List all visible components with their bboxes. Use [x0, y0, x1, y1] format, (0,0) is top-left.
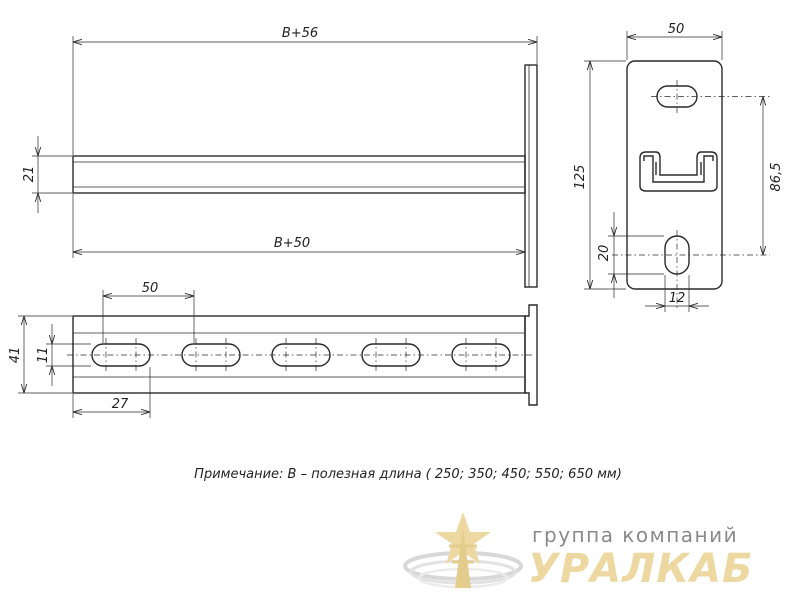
- dim-slot-start: 27: [112, 397, 129, 412]
- dim-slot-height: 11: [36, 347, 51, 364]
- dim-profile-height: 21: [22, 166, 37, 183]
- dim-slot-width: 12: [669, 291, 686, 306]
- base-plate-edge: [524, 64, 538, 288]
- profile-slot: [361, 343, 421, 367]
- front-view: 50 27 41 11: [8, 281, 538, 418]
- c-profile-outline: [639, 151, 718, 192]
- dim-plate-height: 125: [573, 165, 588, 190]
- dim-side-height: 41: [8, 347, 23, 364]
- c-profile-section: [643, 155, 714, 183]
- slot-row: [91, 338, 511, 372]
- plate-view: 50 125 86,5 20 12: [573, 22, 784, 312]
- profile-slot: [91, 343, 151, 367]
- profile-rail: [72, 155, 526, 194]
- logo-tagline: группа компаний: [532, 523, 738, 547]
- dim-hole-offset: 20: [597, 245, 612, 262]
- profile-slot: [451, 343, 511, 367]
- company-logo: группа компаний УРАЛКАБ: [403, 512, 753, 592]
- dim-slot-pitch: 50: [142, 281, 159, 296]
- dim-hole-spacing: 86,5: [769, 163, 784, 192]
- perforated-profile: [72, 315, 526, 394]
- dim-plate-width: 50: [668, 22, 685, 37]
- plate-flange: [524, 304, 538, 406]
- drawing-note: Примечание: B – полезная длина ( 250; 35…: [194, 467, 622, 482]
- dim-overall-length: B+56: [282, 26, 318, 41]
- dim-inner-length: B+50: [274, 236, 310, 251]
- logo-emblem-icon: [403, 512, 523, 589]
- top-view: B+56 B+50 21: [22, 26, 538, 288]
- profile-slot: [181, 343, 241, 367]
- profile-slot: [271, 343, 331, 367]
- logo-brand: УРАЛКАБ: [528, 546, 753, 592]
- base-plate: [626, 60, 723, 290]
